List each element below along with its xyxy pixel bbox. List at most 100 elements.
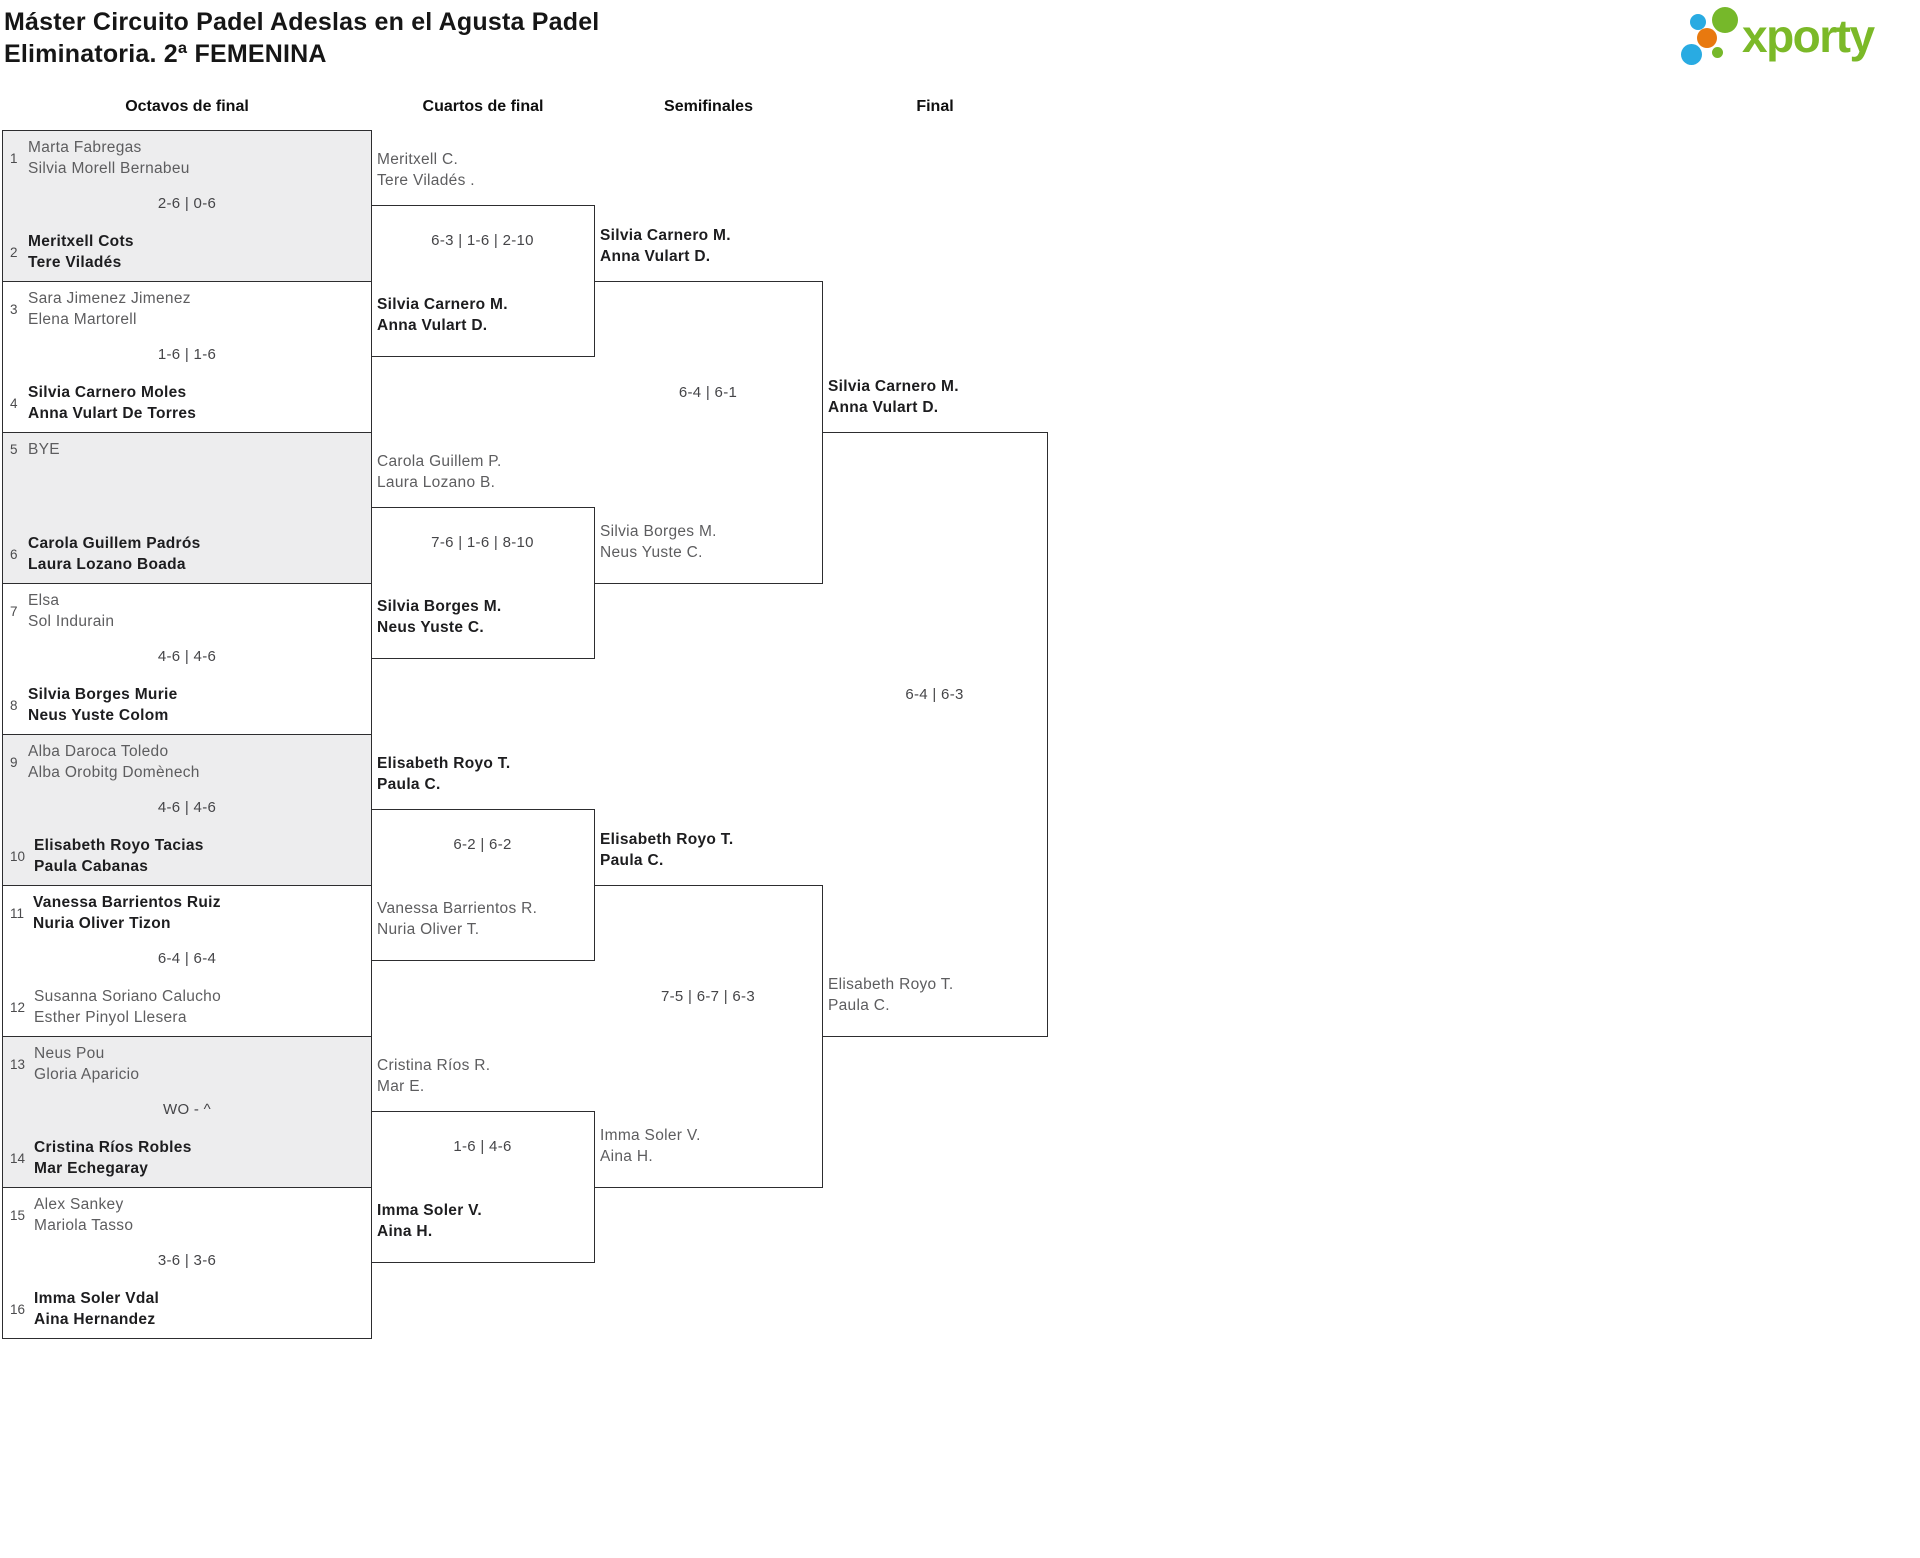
seed-number: 10 <box>10 848 26 864</box>
tournament-name: Máster Circuito Padel Adeslas en el Agus… <box>4 8 600 36</box>
seed-number: 7 <box>10 603 18 619</box>
logo-dot-blue-small <box>1690 14 1706 30</box>
seed-number: 14 <box>10 1150 26 1166</box>
match-score: 2-6 | 0-6 <box>157 195 217 212</box>
team-name: Alba Daroca Toledo <box>28 743 169 760</box>
team-name: Cristina Ríos R. <box>377 1057 491 1074</box>
logo-wordmark: xporty <box>1742 10 1875 62</box>
cuartos-match-4: Cristina Ríos R. Mar E. 1-6 | 4-6 Imma So… <box>371 1057 595 1263</box>
match-score: 6-4 | 6-4 <box>157 950 217 967</box>
team-name: Paula C. <box>828 997 890 1014</box>
match-score: 6-3 | 1-6 | 2-10 <box>431 232 534 249</box>
semifinal-match-2: Elisabeth Royo T.Paula C. 7-5 | 6-7 | 6-… <box>594 831 823 1188</box>
team-name: Elisabeth Royo T. <box>828 976 954 993</box>
seed-number: 16 <box>10 1301 26 1317</box>
team-name: Silvia Carnero M. <box>600 227 731 244</box>
team-name: Carola Guillem P. <box>377 453 502 470</box>
team-name: Elisabeth Royo Tacias <box>34 837 204 854</box>
logo-dot-orange <box>1697 28 1717 48</box>
seed-number: 8 <box>10 697 18 713</box>
team-name: Anna Vulart D. <box>828 399 939 416</box>
participant-label: Imma Soler V. Aina H. <box>377 1200 482 1242</box>
team-name: Anna Vulart D. <box>600 248 711 265</box>
match-score: 1-6 | 4-6 <box>453 1138 512 1155</box>
team-name: Aina H. <box>377 1223 433 1240</box>
participant-label: Elisabeth Royo T.Paula C. <box>377 753 510 795</box>
team-name: Neus Yuste Colom <box>28 707 169 724</box>
team-name: Elsa <box>28 592 60 609</box>
participant-label: Elisabeth Royo T. Paula C. <box>828 974 953 1016</box>
team-name: Aina H. <box>600 1148 653 1165</box>
team-name: Alba Orobitg Domènech <box>28 764 200 781</box>
match-score: 7-5 | 6-7 | 6-3 <box>660 987 755 1005</box>
team-name: Susanna Soriano Calucho <box>34 988 222 1005</box>
team-name: Neus Pou <box>34 1045 105 1062</box>
team-name: Neus Yuste C. <box>600 544 703 561</box>
participant-label: Cristina Ríos R. Mar E. <box>377 1055 490 1097</box>
match-score: 4-6 | 4-6 <box>157 799 217 816</box>
team-name: Tere Viladés <box>28 254 122 271</box>
team-name: Esther Pinyol Llesera <box>34 1009 187 1026</box>
team-name: Vanessa Barrientos R. <box>377 900 538 917</box>
team-name: Imma Soler V. <box>377 1202 482 1219</box>
team-name: Imma Soler V. <box>600 1127 701 1144</box>
participant-label: Carola Guillem P.Laura Lozano B. <box>377 451 502 493</box>
participant-label: Silvia Carnero M. Anna Vulart D. <box>600 225 731 267</box>
team-name: Meritxell C. <box>377 151 459 168</box>
cuartos-match-1: Meritxell C. Tere Viladés . 6-3 | 1-6 | 2… <box>371 151 595 357</box>
team-name: Paula Cabanas <box>34 858 149 875</box>
xporty-logo[interactable]: xporty <box>1678 4 1900 70</box>
team-name: Anna Vulart D. <box>377 317 488 334</box>
page-title: Máster Circuito Padel Adeslas en el Agus… <box>4 6 599 70</box>
team-name: Imma Soler Vdal <box>34 1290 160 1307</box>
round-header-final: Final <box>916 98 954 115</box>
team-name: Marta Fabregas <box>28 139 142 156</box>
team-name: Anna Vulart De Torres <box>28 405 197 422</box>
seed-number: 13 <box>10 1056 26 1072</box>
team-name: Silvia Morell Bernabeu <box>28 160 190 177</box>
team-name: Silvia Borges M. <box>600 523 717 540</box>
team-name: Elena Martorell <box>28 311 137 328</box>
team-name: Cristina Ríos Robles <box>34 1139 192 1156</box>
cuartos-match-3: Elisabeth Royo T.Paula C. 6-2 | 6-2 Vane… <box>371 755 595 961</box>
final-match: Silvia Carnero M.Anna Vulart D. 6-4 | 6-… <box>822 378 1048 1037</box>
match-score: 6-2 | 6-2 <box>453 836 512 853</box>
team-name: Sol Indurain <box>28 613 115 630</box>
team-name: Silvia Carnero Moles <box>28 384 187 401</box>
seed-number: 11 <box>10 905 25 921</box>
cuartos-match-2: Carola Guillem P.Laura Lozano B. 7-6 | 1… <box>371 453 595 659</box>
seed-number: 6 <box>10 546 18 562</box>
participant-label: Silvia Borges M. Neus Yuste C. <box>600 521 717 563</box>
team-name: Silvia Borges M. <box>377 598 502 615</box>
match-score: 1-6 | 1-6 <box>157 346 217 363</box>
seed-number: 9 <box>10 754 18 770</box>
logo-dot-blue-medium <box>1681 44 1702 65</box>
team-name: Mar Echegaray <box>34 1160 149 1177</box>
seed-number: 12 <box>10 999 26 1015</box>
team-name: Tere Viladés . <box>377 172 475 189</box>
match-score: 7-6 | 1-6 | 8-10 <box>431 534 534 551</box>
team-name: Carola Guillem Padrós <box>28 535 201 552</box>
participant-label: Imma Soler V. Aina H. <box>600 1125 701 1167</box>
team-name: Alex Sankey <box>34 1196 124 1213</box>
round-header-octavos: Octavos de final <box>125 98 249 115</box>
team-name: Nuria Oliver T. <box>377 921 480 938</box>
team-name: Mariola Tasso <box>34 1217 134 1234</box>
team-name: Gloria Aparicio <box>34 1066 140 1083</box>
match-score: WO - ^ <box>163 1101 211 1118</box>
team-name: Mar E. <box>377 1078 425 1095</box>
